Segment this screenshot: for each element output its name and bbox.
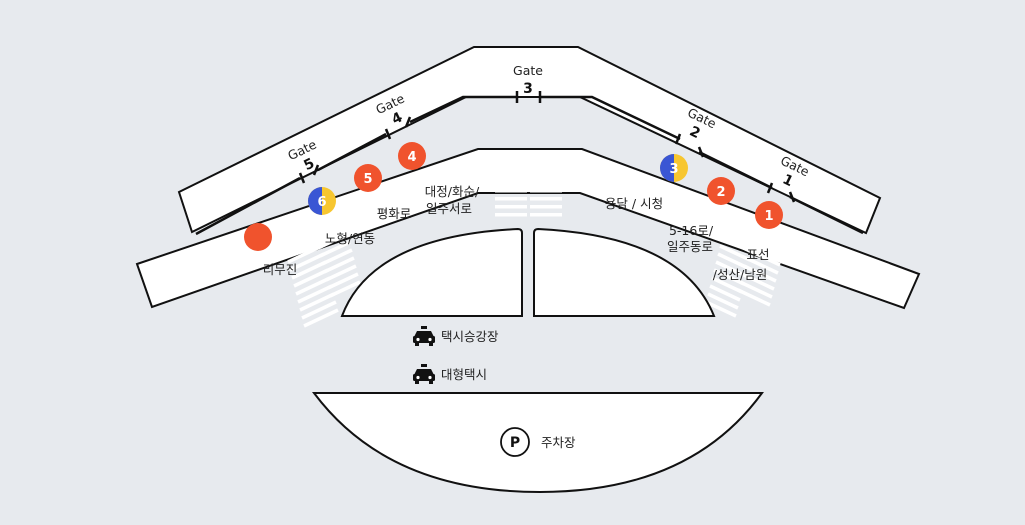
island-right	[533, 227, 716, 317]
label-nohyeong-yeondong: 노형/연동	[325, 231, 375, 246]
label-iljudongro: 일주동로	[667, 239, 713, 254]
outer-road-band	[135, 148, 921, 310]
taxi-icon	[413, 364, 435, 384]
bus-stop-5-number: 5	[363, 172, 372, 187]
island-left	[340, 227, 523, 317]
bus-stop-4[interactable]: 4	[398, 142, 426, 170]
label-pyeonghwaro: 평화로	[377, 206, 412, 221]
parking-lot	[312, 392, 764, 494]
label-large-taxi: 대형택시	[441, 367, 487, 382]
bus-stop-3-number: 3	[669, 162, 678, 177]
bus-stop-3[interactable]: 3	[660, 154, 688, 182]
bus-stop-4-number: 4	[407, 150, 416, 165]
crosswalk-left	[287, 232, 361, 328]
parking[interactable]: P 주차장	[500, 427, 576, 457]
bus-stop-limousine[interactable]	[244, 223, 272, 251]
bus-stop-5[interactable]: 5	[354, 164, 382, 192]
label-yongdam-sicheong: 용담 / 시청	[605, 196, 663, 211]
bus-stop-2[interactable]: 2	[707, 177, 735, 205]
bus-stop-6-number: 6	[317, 195, 326, 210]
label-taxi-stand: 택시승강장	[441, 329, 499, 344]
parking-symbol: P	[510, 435, 520, 451]
taxi-icon	[413, 326, 435, 346]
gate-3-word: Gate	[513, 63, 543, 78]
crosswalk-right	[705, 236, 781, 318]
label-route-516: 5-16로/	[669, 223, 714, 238]
bus-stop-6[interactable]: 6	[308, 187, 336, 215]
gate-line	[195, 95, 864, 236]
gate-3-label: Gate 3	[513, 63, 543, 97]
label-rimujin: 리무진	[263, 262, 298, 277]
bus-stop-2-number: 2	[716, 185, 725, 200]
large-taxi[interactable]: 대형택시	[413, 364, 487, 384]
bus-stop-1[interactable]: 1	[755, 201, 783, 229]
label-seongsan-namwon: /성산/남원	[713, 267, 767, 282]
crosswalk-center	[495, 157, 562, 217]
label-pyoseon: 표선	[746, 247, 769, 262]
label-iljuseoro: 일주서로	[426, 201, 472, 216]
gate-3-number: 3	[523, 81, 533, 97]
gate-ticks	[298, 91, 796, 203]
label-daejeong-hwasun: 대정/화순/	[425, 184, 480, 199]
label-parking: 주차장	[541, 435, 576, 450]
bus-stop-1-number: 1	[764, 209, 773, 224]
taxi-stand[interactable]: 택시승강장	[413, 326, 499, 346]
parking-icon: P	[500, 427, 530, 457]
